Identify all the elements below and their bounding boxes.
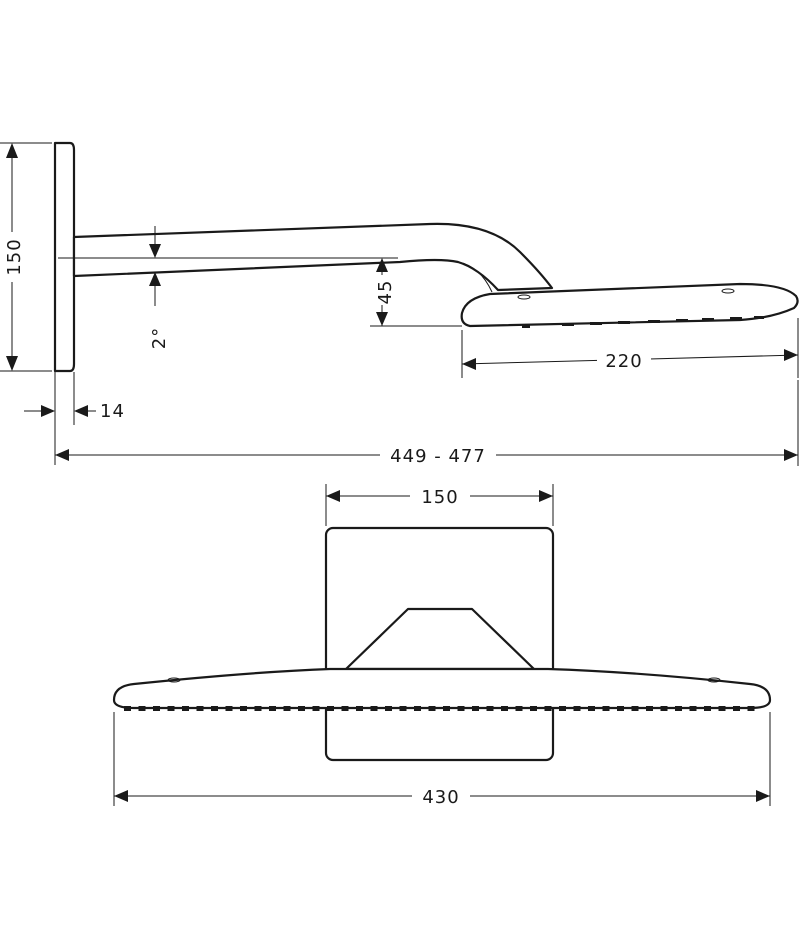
nozzle (182, 706, 189, 711)
nozzle (530, 706, 537, 711)
arm-inner-curve (457, 261, 493, 293)
nozzle (733, 706, 740, 711)
dimension-height: 150 (0, 142, 52, 372)
head-detail (721, 288, 735, 294)
nozzle (675, 706, 682, 711)
nozzle (167, 706, 175, 711)
nozzle (747, 706, 755, 711)
nozzle (138, 706, 146, 711)
shower-arm (72, 222, 554, 292)
nozzle (501, 706, 508, 711)
nozzle (617, 706, 624, 711)
nozzle (327, 706, 334, 711)
nozzle (225, 706, 233, 711)
nozzle (153, 706, 160, 711)
side-view: 150 14 2° 45 (0, 141, 799, 467)
dimension-head-width: 430 (113, 712, 771, 808)
dim-head-length-label: 220 (605, 351, 642, 372)
shower-head-front (112, 667, 772, 710)
dimension-plate-width: 150 (325, 484, 554, 526)
nozzle (443, 706, 450, 711)
nozzle (472, 706, 479, 711)
nozzle (283, 706, 291, 711)
dim-plate-width-label: 150 (421, 487, 458, 508)
nozzle (312, 706, 320, 711)
nozzle (457, 706, 465, 711)
nozzle (356, 706, 363, 711)
front-view: 150 430 (112, 484, 772, 808)
wall-plate-side (53, 141, 76, 373)
nozzles-front (124, 706, 755, 711)
dim-projection-label: 449 - 477 (390, 446, 486, 467)
nozzles-side (522, 316, 764, 328)
nozzle (414, 706, 421, 711)
nozzle (559, 706, 566, 711)
nozzle (631, 706, 639, 711)
nozzle (646, 706, 653, 711)
nozzle (428, 706, 436, 711)
nozzle (254, 706, 262, 711)
dim-height-label: 150 (4, 238, 25, 275)
dim-drop-label: 45 (375, 280, 396, 305)
nozzle (689, 706, 697, 711)
nozzle (370, 706, 378, 711)
nozzle (544, 706, 552, 711)
dim-angle-label: 2° (149, 327, 170, 349)
shower-head-side (460, 282, 799, 328)
dimension-wall-plate: 14 (24, 372, 125, 465)
head-detail (167, 677, 181, 683)
nozzle (269, 706, 276, 711)
nozzle (341, 706, 349, 711)
nozzle (660, 706, 668, 711)
dimension-drop: 45 (370, 258, 462, 327)
dimension-angle: 2° (58, 226, 398, 349)
nozzle (588, 706, 595, 711)
head-detail (517, 294, 531, 300)
nozzle (486, 706, 494, 711)
nozzle (211, 706, 218, 711)
dim-head-width-label: 430 (422, 787, 459, 808)
nozzle (704, 706, 711, 711)
head-detail (707, 677, 721, 683)
dim-wall-plate-label: 14 (100, 401, 125, 422)
nozzle (718, 706, 726, 711)
nozzle (298, 706, 305, 711)
nozzle (573, 706, 581, 711)
nozzle (196, 706, 204, 711)
nozzle (602, 706, 610, 711)
nozzle (124, 706, 131, 711)
dimension-head-length: 220 (461, 318, 799, 378)
nozzle (515, 706, 523, 711)
nozzle (399, 706, 407, 711)
nozzle (385, 706, 392, 711)
nozzle (240, 706, 247, 711)
dimension-projection: 449 - 477 (55, 380, 799, 467)
